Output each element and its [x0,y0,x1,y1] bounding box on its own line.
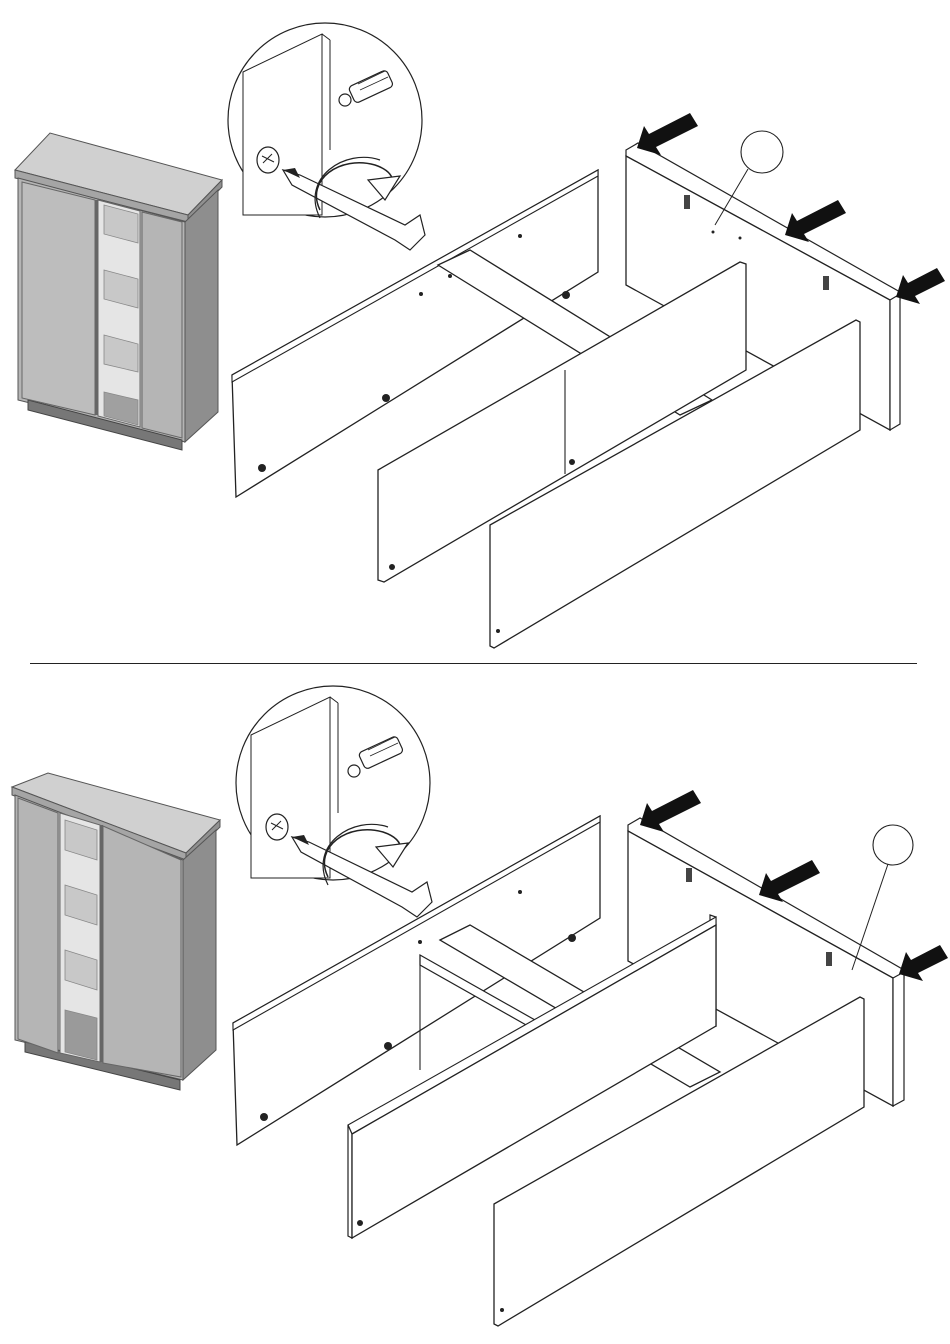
cabinet-preview [15,133,222,450]
step-1-illustration [0,0,950,660]
cam-lock-icon [257,147,279,173]
detail-callout-circle [236,686,432,917]
cam-lock-icon [266,814,288,840]
detail-callout-circle [228,23,425,250]
assembly-step-1 [0,0,950,660]
step-divider [30,663,917,664]
cabinet-preview [12,773,220,1090]
assembly-step-2 [0,670,950,1344]
step-2-illustration [0,670,950,1344]
